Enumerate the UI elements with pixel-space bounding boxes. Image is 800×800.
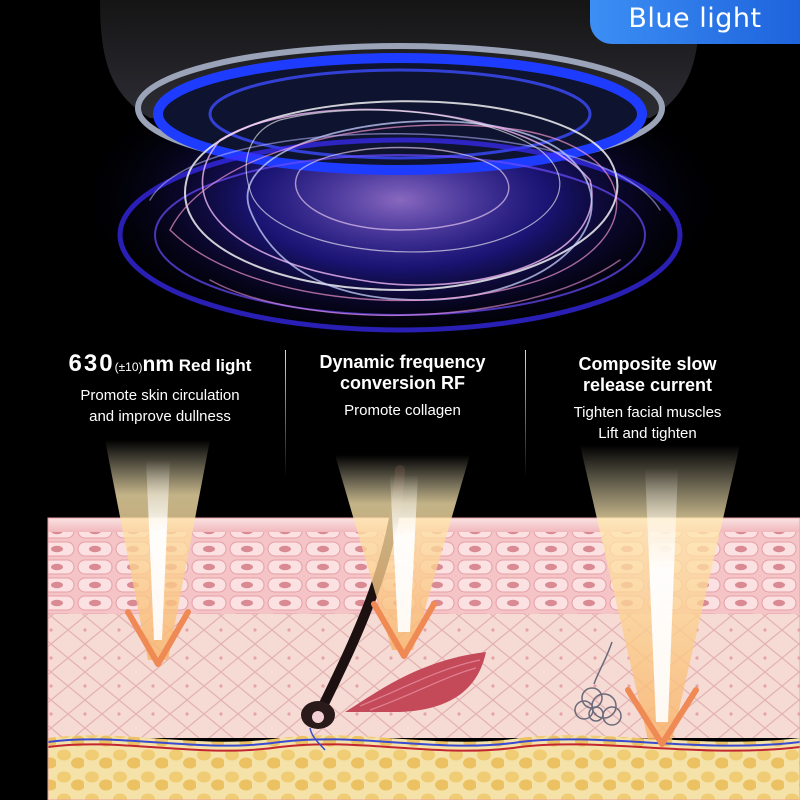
rf-title: Dynamic frequency conversion RF	[319, 352, 486, 393]
wavelength-value: 630	[68, 350, 115, 377]
current-title: Composite slow release current	[578, 354, 717, 395]
column-divider	[285, 350, 286, 478]
feature-rf: Dynamic frequency conversion RF Promote …	[290, 352, 515, 421]
muscle-fiber	[345, 652, 486, 712]
rf-description: Promote collagen	[344, 402, 461, 419]
nerve-coil	[574, 641, 622, 726]
energy-beam-rf	[335, 455, 470, 659]
red-light-description: Promote skin circulation and improve dul…	[80, 387, 240, 425]
wavelength-unit: nm	[142, 353, 175, 376]
energy-beam-red-light	[105, 440, 210, 667]
current-description: Tighten facial muscles Lift and tighten	[573, 404, 722, 442]
blue-light-badge: Blue light	[590, 0, 800, 44]
red-light-heading: 630(±10)nm Red light	[30, 352, 290, 379]
red-light-name: Red light	[178, 356, 252, 375]
feature-red-light: 630(±10)nm Red light Promote skin circul…	[30, 352, 290, 427]
light-swirl	[149, 100, 661, 317]
energy-beam-current	[580, 445, 740, 747]
column-divider	[525, 350, 526, 478]
device-head	[70, 0, 730, 350]
wavelength-tolerance: (±10)	[114, 360, 143, 374]
feature-current: Composite slow release current Tighten f…	[530, 354, 765, 444]
